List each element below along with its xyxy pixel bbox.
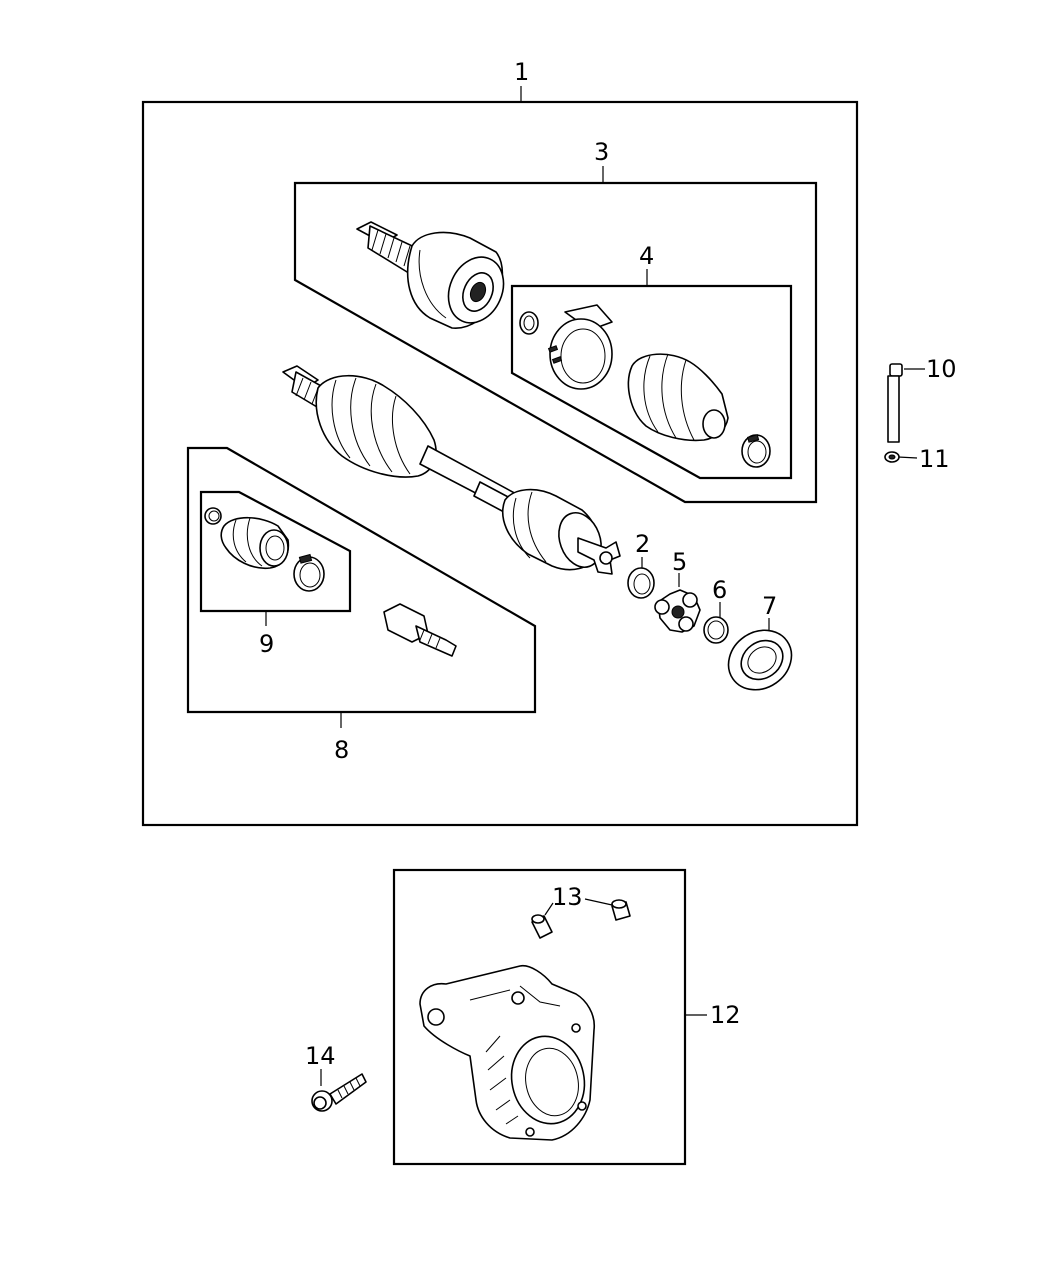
nut-icon: [884, 451, 900, 463]
frame-1: [141, 100, 859, 827]
boot-clamp-end-icon: [741, 434, 771, 468]
callout-13: 13: [552, 883, 583, 911]
tripod-joint-icon: [654, 589, 701, 633]
callout-14: 14: [305, 1042, 336, 1070]
boot-clamp-small-icon: [519, 311, 539, 335]
plug-right-icon: [611, 899, 631, 921]
frame-12: [392, 868, 687, 1166]
boot-clamp-9a-icon: [204, 507, 222, 525]
callout-5: 5: [672, 548, 687, 576]
seal-ring-2-icon: [627, 567, 655, 599]
stub-shaft-icon: [383, 603, 457, 657]
bearing-bracket-icon: [419, 964, 596, 1141]
seal-ring-6-icon: [703, 616, 729, 644]
frame-9: [199, 490, 352, 613]
callout-11: 11: [919, 445, 950, 473]
leader-11: [897, 456, 918, 459]
callout-3: 3: [594, 138, 609, 166]
cv-boot-icon: [627, 353, 729, 442]
callout-9: 9: [259, 630, 274, 658]
leader-13a: [544, 902, 554, 916]
plug-left-icon: [531, 914, 553, 939]
callout-8: 8: [334, 736, 349, 764]
callout-1: 1: [514, 58, 529, 86]
callout-7: 7: [762, 592, 777, 620]
frame-8: [186, 446, 537, 714]
callout-4: 4: [639, 242, 654, 270]
pin-icon: [887, 363, 903, 443]
callout-12: 12: [710, 1001, 741, 1029]
boot-clamp-9b-icon: [293, 553, 325, 592]
callout-10: 10: [926, 355, 957, 383]
frame-4: [510, 284, 793, 480]
cv-boot-9-icon: [220, 516, 290, 570]
leader-13b: [584, 898, 613, 906]
boot-clamp-large-icon: [547, 304, 613, 390]
outer-cv-joint-icon: [356, 221, 505, 329]
frame-3: [293, 181, 818, 504]
seal-7-icon: [727, 629, 793, 691]
bolt-icon: [311, 1073, 367, 1112]
callout-2: 2: [635, 530, 650, 558]
callout-6: 6: [712, 576, 727, 604]
drive-axle-shaft-icon: [282, 365, 621, 575]
